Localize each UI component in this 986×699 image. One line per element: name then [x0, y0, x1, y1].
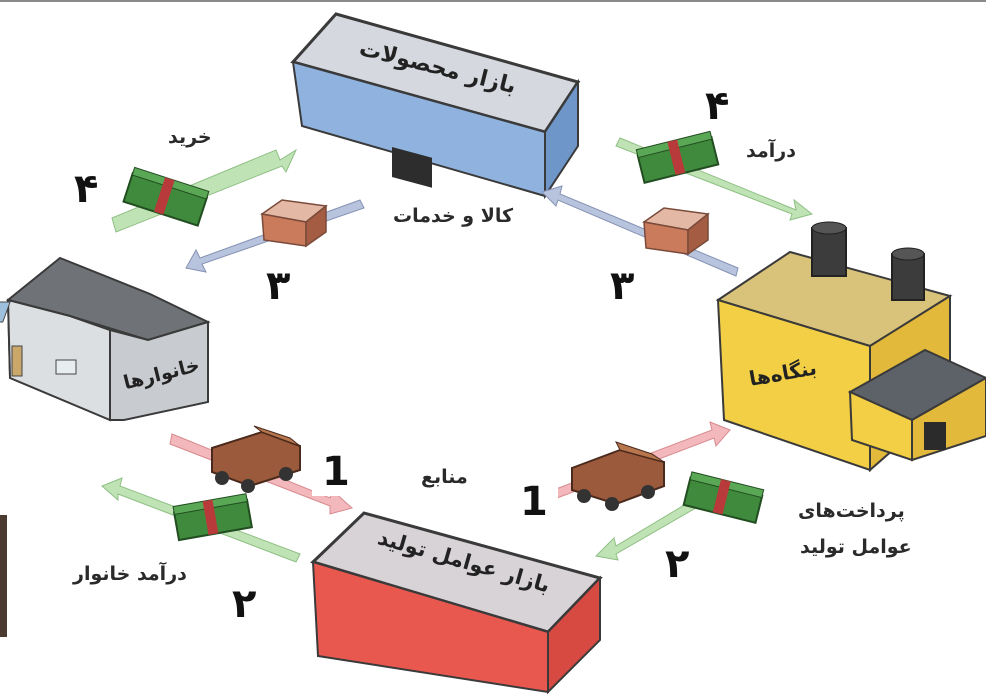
- step-number-4-left: ۴: [64, 165, 109, 213]
- resources-label: منابع: [421, 466, 468, 488]
- truck-left: [211, 425, 301, 493]
- money-bundle-factor-payments: [682, 471, 765, 524]
- households-building: [0, 256, 211, 422]
- step-number-4-right: ۴: [695, 82, 740, 130]
- step-number-2-left: ۲: [222, 580, 267, 628]
- firms-building: [715, 221, 986, 473]
- goods-box-right: [642, 207, 710, 256]
- factor-payments-label-line2: عوامل تولید: [800, 536, 912, 558]
- goods-services-label: کالا و خدمات: [393, 205, 514, 227]
- step-number-2-right: ۲: [655, 540, 700, 588]
- money-bundle-purchase: [122, 166, 210, 227]
- product-market-building: [290, 12, 581, 200]
- household-income-label: درآمد خانوار: [73, 563, 187, 585]
- goods-box-left: [260, 199, 328, 248]
- purchase-label: خرید: [168, 126, 212, 148]
- money-bundle-household-income: [172, 493, 254, 542]
- step-number-3-left: ۳: [256, 262, 301, 310]
- money-bundle-revenue: [635, 130, 720, 184]
- factor-market-building: [310, 511, 603, 695]
- factor-payments-label-line1: پرداخت‌های: [798, 500, 905, 522]
- step-number-1-right: 1: [510, 478, 558, 526]
- revenue-label: درآمد: [746, 140, 796, 162]
- truck-right: [571, 441, 665, 511]
- left-edge-strip: [0, 515, 7, 637]
- step-number-3-right: ۳: [600, 262, 645, 310]
- step-number-1-left: 1: [312, 448, 360, 496]
- top-border-line: [0, 0, 986, 2]
